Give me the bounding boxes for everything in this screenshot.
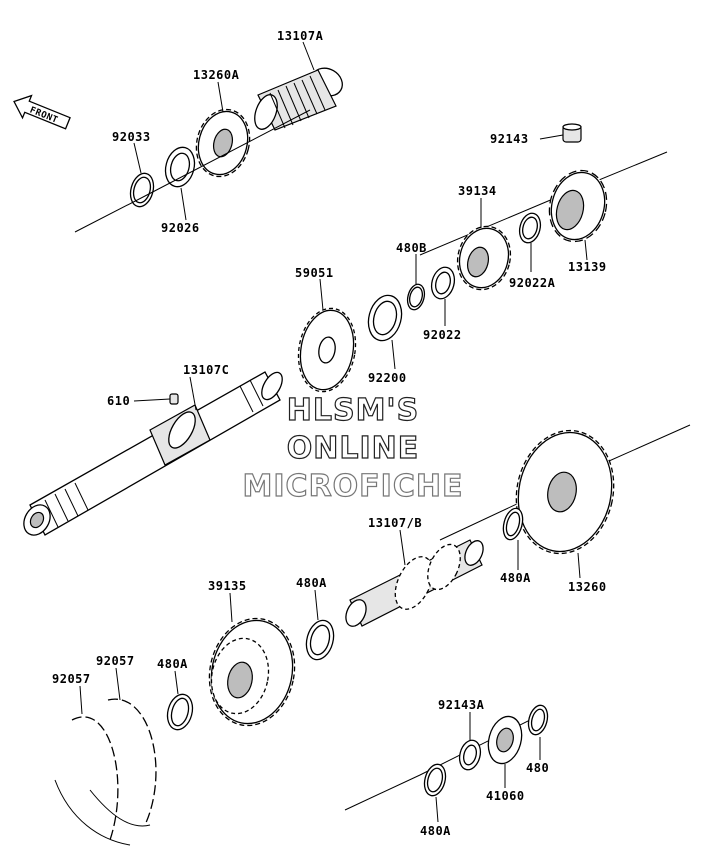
label-92057-b: 92057 — [52, 672, 91, 686]
label-39134: 39134 — [458, 184, 497, 198]
sleeve-13107A — [254, 67, 343, 131]
label-13107C: 13107C — [183, 363, 229, 377]
circlip-92033 — [129, 172, 155, 208]
label-92022: 92022 — [423, 328, 462, 342]
label-92057-a: 92057 — [96, 654, 135, 668]
gear-39135 — [208, 617, 296, 727]
label-480A-right: 480A — [500, 571, 531, 585]
front-arrow: FRONT — [13, 94, 71, 130]
axis-line-top-right — [419, 151, 668, 256]
label-41060: 41060 — [486, 789, 525, 803]
washer-92022 — [430, 266, 456, 300]
label-13260: 13260 — [568, 580, 607, 594]
leader-lines — [79, 41, 588, 823]
label-92143A: 92143A — [438, 698, 485, 712]
circlip-480A-bottom — [423, 763, 447, 797]
watermark-line1: HLSM'S — [287, 393, 419, 428]
circlip-480 — [527, 704, 549, 736]
label-610: 610 — [107, 394, 130, 408]
watermark-line3: MICROFICHE — [243, 469, 464, 504]
part-labels: 13107A 13260A 92033 92026 92143 39134 13… — [52, 29, 607, 838]
sprocket-59051 — [297, 307, 357, 393]
label-39135: 39135 — [208, 579, 247, 593]
shaft-13107C — [23, 371, 283, 536]
label-92143: 92143 — [490, 132, 529, 146]
watermark-line2: ONLINE — [287, 431, 420, 466]
chain-92057-inner — [54, 716, 131, 846]
label-480A-middle: 480A — [296, 576, 327, 590]
watermark: HLSM'S ONLINE MICROFICHE — [242, 392, 464, 504]
gear-13260 — [515, 429, 615, 555]
label-92026: 92026 — [161, 221, 200, 235]
chain-92057-outer — [89, 698, 157, 827]
washer-92143A — [458, 739, 482, 771]
label-13139: 13139 — [568, 260, 607, 274]
gear-13260A — [195, 108, 251, 178]
circlip-480A-right — [502, 507, 524, 541]
washer-92026 — [164, 146, 196, 188]
label-92200: 92200 — [368, 371, 407, 385]
label-480A-bottom: 480A — [420, 824, 451, 838]
collar-92143 — [562, 123, 582, 143]
washer-92022A — [518, 212, 542, 244]
label-59051: 59051 — [295, 266, 334, 280]
gear-39134 — [456, 225, 512, 291]
circlip-480A-middle — [305, 619, 335, 661]
label-92033: 92033 — [112, 130, 151, 144]
circlip-480B — [406, 283, 426, 311]
circlip-480A-left — [166, 693, 194, 731]
shift-fork-13139 — [548, 169, 608, 243]
label-92022A: 92022A — [509, 276, 556, 290]
pin-610 — [169, 393, 179, 405]
axis-line-top-left — [74, 109, 311, 233]
label-480A-left: 480A — [157, 657, 188, 671]
bushing-92200 — [367, 294, 403, 342]
collar-41060 — [487, 715, 523, 765]
label-13107B: 13107/B — [368, 516, 422, 530]
shaft-13107B — [345, 539, 484, 627]
label-13260A: 13260A — [193, 68, 240, 82]
label-480: 480 — [526, 761, 549, 775]
label-480B: 480B — [396, 241, 427, 255]
label-13107A: 13107A — [277, 29, 324, 43]
